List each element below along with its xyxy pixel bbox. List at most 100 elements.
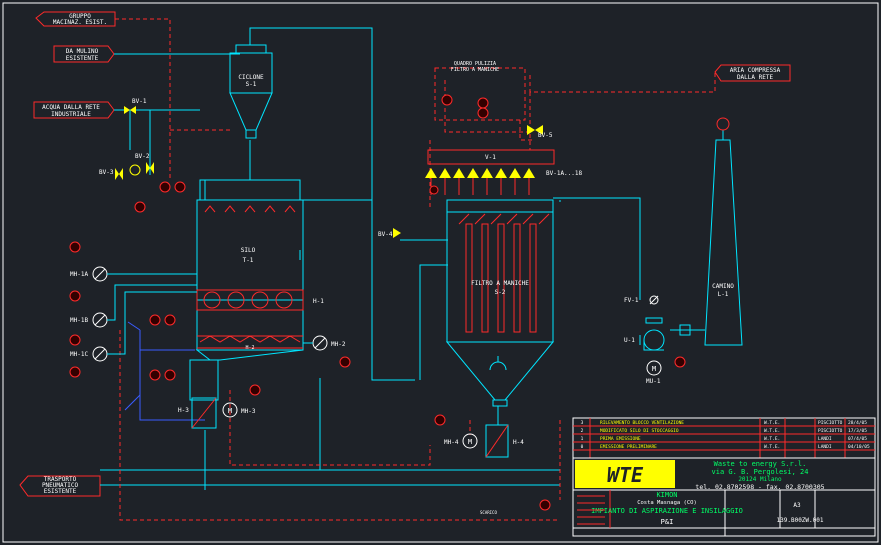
svg-text:LANDI: LANDI (818, 444, 832, 450)
drawing-title: IMPIANTO DI ASPIRAZIONE E INSILAGGIO (591, 507, 743, 515)
motor-mh1b (92, 284, 197, 328)
valve-bv1 (124, 106, 136, 114)
bv1-tag: BV-1 (132, 98, 147, 105)
mh3-tag: MH-3 (241, 408, 256, 415)
motor-mh1a (92, 266, 197, 282)
bv5-tag: BV-5 (538, 132, 553, 139)
h1-tag: H-1 (313, 298, 324, 305)
silo-screws (196, 205, 304, 349)
filter-bags (458, 213, 550, 333)
svg-text:W.T.E.: W.T.E. (764, 444, 780, 450)
company-name: Waste to energy S.r.l. (714, 460, 807, 468)
camino-label: CAMINO (712, 283, 734, 290)
mh4-tag: MH-4 (444, 439, 459, 446)
inlet-mulino: DA MULINO ESISTENTE (53, 45, 115, 63)
inlet-mulino-line2: ESISTENTE (66, 55, 99, 62)
h2-tag: H-2 (245, 345, 254, 351)
svg-text:W.T.E.: W.T.E. (764, 428, 780, 434)
svg-text:W.T.E.: W.T.E. (764, 420, 780, 426)
inlet-aria-line1: ARIA COMPRESSA (730, 67, 781, 74)
svg-text:EMISSIONE PRELIMINARE: EMISSIONE PRELIMINARE (600, 444, 657, 450)
mh1a-tag: MH-1A (70, 271, 88, 278)
filtro-label: FILTRO A MANICHE (471, 280, 529, 287)
svg-text:W.T.E.: W.T.E. (764, 436, 780, 442)
quadro-box (434, 67, 526, 121)
ciclone-tag: S-1 (246, 81, 257, 88)
inlet-mulino-line1: DA MULINO (66, 48, 99, 55)
v1-tag: V-1 (485, 154, 496, 161)
rotary-h4 (485, 406, 509, 458)
svg-text:LANDI: LANDI (818, 436, 832, 442)
line-note: SCARICO (480, 510, 497, 515)
silo-tag: T-1 (243, 257, 254, 264)
inlet-gruppo-line2: MACINAZ. ESIST. (53, 19, 107, 26)
mu1-tag: MU-1 (646, 378, 661, 385)
svg-text:M: M (652, 365, 656, 373)
svg-text:04/10/05: 04/10/05 (848, 444, 870, 450)
inlet-aria-line2: DALLA RETE (737, 74, 774, 81)
stack-l1 (704, 130, 743, 346)
inlet-aria: ARIA COMPRESSA DALLA RETE (714, 64, 791, 82)
motor-mh4 (462, 433, 478, 449)
bv3-tag: BV-3 (99, 169, 114, 176)
inlet-gruppo-line1: GRUPPO (69, 13, 91, 20)
svg-text:M: M (228, 407, 232, 415)
fan-u1 (643, 317, 691, 351)
trasporto-line1: TRASPORTO (44, 476, 77, 483)
filtro-tag: S-2 (495, 289, 506, 296)
svg-text:PRIMA EMISSIONE: PRIMA EMISSIONE (600, 436, 641, 442)
mh2-tag: MH-2 (331, 341, 346, 348)
valve-bv4 (393, 228, 401, 238)
process-lines (100, 27, 705, 490)
header-v1: V-1 (425, 149, 555, 195)
quadro-line1: QUADRO PULIZIA (454, 61, 496, 67)
rotary-h3 (191, 397, 217, 429)
ciclone-label: CICLONE (238, 74, 264, 81)
mh1b-tag: MH-1B (70, 317, 88, 324)
outlet-trasporto: TRASPORTO PNEUMATICO ESISTENTE (19, 475, 101, 497)
inlet-gruppo: GRUPPO MACINAZ. ESIST. (35, 11, 116, 27)
stack-sample-point (716, 117, 730, 131)
svg-text:MODIFICATO SILO DI STOCCAGGIO: MODIFICATO SILO DI STOCCAGGIO (600, 428, 679, 434)
damper-fv1 (649, 295, 659, 305)
motor-mh1c (92, 291, 197, 362)
instrument-bubbles (69, 94, 686, 511)
motor-mu1 (646, 360, 662, 376)
company-city: 20124 Milano (738, 476, 782, 483)
svg-text:1: 1 (581, 436, 584, 442)
format: A3 (793, 502, 801, 509)
svg-text:0: 0 (581, 444, 584, 450)
svg-text:PISCIOTTO: PISCIOTTO (818, 420, 843, 426)
site-name: Costa Masnaga (CO) (637, 500, 697, 506)
quadro-line2: FILTRO A MANICHE (451, 67, 499, 73)
motor-mh3 (222, 402, 238, 418)
svg-text:17/3/05: 17/3/05 (848, 428, 867, 434)
svg-text:28/4/05: 28/4/05 (848, 420, 867, 426)
inlet-acqua-line1: ACQUA DALLA RETE (42, 104, 100, 111)
bv-series-tag: BV-1A...18 (546, 170, 583, 177)
u1-tag: U-1 (624, 337, 635, 344)
air-lines (124, 321, 205, 421)
svg-text:2: 2 (581, 428, 584, 434)
svg-text:RILEVAMENTO BLOCCO VENTILAZION: RILEVAMENTO BLOCCO VENTILAZIONE (600, 420, 684, 426)
company-contacts: tel. 02.8702598 - fax. 02.8700305 (695, 483, 824, 491)
title-block: WTE (572, 417, 876, 537)
fv1-tag: FV-1 (624, 297, 639, 304)
camino-tag: L-1 (718, 291, 729, 298)
valves-bv2-bv3 (115, 162, 154, 180)
doc-type: P&I (661, 518, 674, 526)
valve-bv5 (527, 125, 543, 135)
logo: WTE (607, 463, 644, 487)
trasporto-line3: ESISTENTE (44, 488, 77, 495)
silo-label: SILO (241, 247, 256, 254)
bv4-tag: BV-4 (378, 231, 393, 238)
h4-tag: H-4 (513, 439, 524, 446)
bag-filter-s2 (445, 199, 555, 407)
svg-text:07/4/05: 07/4/05 (848, 436, 867, 442)
svg-text:M: M (468, 438, 472, 446)
inlet-acqua-line2: INDUSTRIALE (51, 111, 91, 118)
svg-text:3: 3 (581, 420, 584, 426)
